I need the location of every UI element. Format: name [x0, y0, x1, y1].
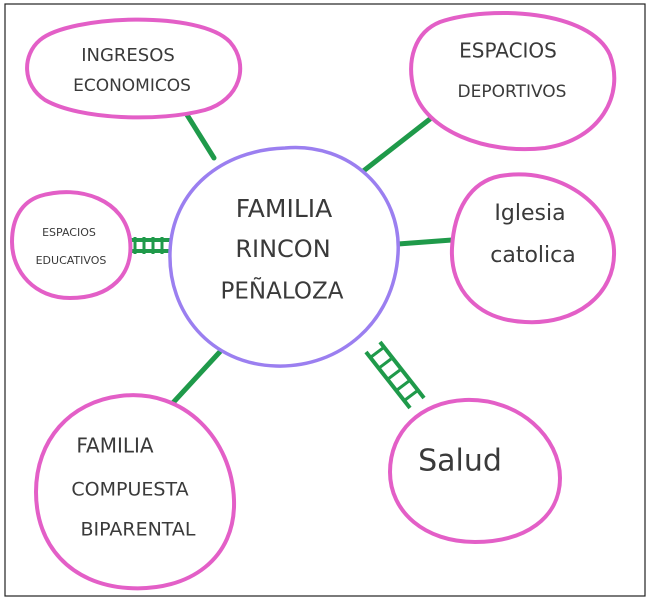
connector-educativos-strong — [127, 237, 172, 254]
center-node: FAMILIA RINCON PEÑALOZA — [168, 145, 400, 368]
node-ingresos-circle — [25, 17, 243, 120]
node-familia-line-1: FAMILIA — [76, 434, 154, 458]
node-iglesia-circle — [449, 172, 617, 325]
node-espacios-deportivos: ESPACIOS DEPORTIVOS — [409, 11, 617, 152]
node-salud: Salud — [387, 397, 563, 545]
node-deportivos-line-2: DEPORTIVOS — [458, 82, 567, 102]
node-iglesia-line-1: Iglesia — [494, 201, 565, 226]
center-label: FAMILIA RINCON PEÑALOZA — [221, 194, 344, 305]
node-educativos-line-1: ESPACIOS — [42, 226, 96, 239]
node-salud-line-1: Salud — [418, 444, 502, 479]
connector-deportivos — [354, 116, 433, 179]
node-espacios-educativos: ESPACIOS EDUCATIVOS — [9, 190, 133, 301]
node-educativos-circle — [9, 190, 133, 301]
node-iglesia-catolica: Iglesia catolica — [449, 172, 617, 325]
connector-familia — [167, 340, 231, 409]
center-label-line-2: RINCON — [235, 235, 330, 263]
node-deportivos-circle — [409, 11, 617, 152]
node-familia-compuesta: FAMILIA COMPUESTA BIPARENTAL — [33, 393, 237, 591]
center-circle — [168, 145, 400, 368]
node-ingresos-line-2: ECONOMICOS — [73, 76, 191, 96]
center-label-line-3: PEÑALOZA — [221, 277, 344, 305]
node-salud-circle — [387, 397, 563, 545]
node-iglesia-line-2: catolica — [490, 243, 575, 268]
connector-salud-strong — [364, 340, 426, 410]
node-familia-line-3: BIPARENTAL — [80, 519, 195, 541]
connector-iglesia — [395, 237, 455, 247]
node-educativos-line-2: EDUCATIVOS — [36, 254, 107, 267]
paper-frame — [4, 3, 646, 597]
node-ingresos-economicos: INGRESOS ECONOMICOS — [25, 17, 243, 120]
node-deportivos-line-1: ESPACIOS — [459, 39, 557, 63]
connector-ingresos — [181, 107, 217, 161]
node-ingresos-line-1: INGRESOS — [81, 45, 175, 66]
node-familia-circle — [33, 393, 237, 591]
node-familia-line-2: COMPUESTA — [71, 479, 188, 501]
center-label-line-1: FAMILIA — [236, 194, 333, 223]
